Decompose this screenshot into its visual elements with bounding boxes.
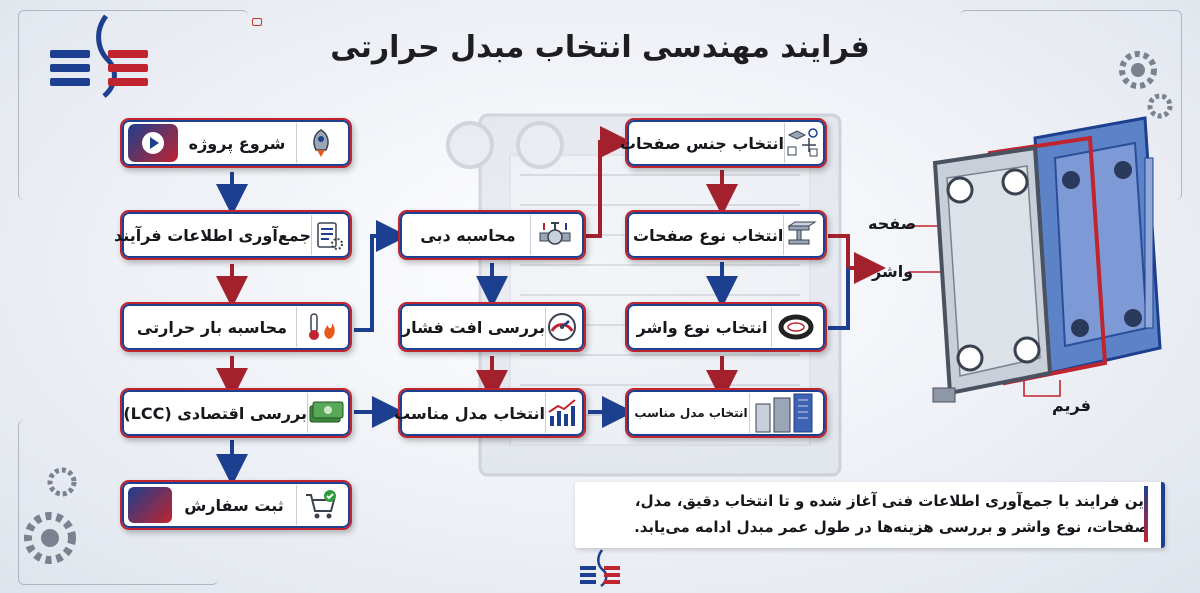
step-plate-type-label: انتخاب نوع صفحات (633, 225, 784, 245)
cart-check-icon (296, 485, 344, 525)
step-plate-type: انتخاب نوع صفحات (625, 210, 827, 260)
material-icon (784, 123, 819, 163)
gear-icon (24, 467, 77, 564)
plate-exchanger-illustration (932, 116, 1162, 403)
step-model-label: انتخاب مدل مناسب (394, 403, 545, 423)
label-frame: فریم (1052, 396, 1091, 415)
step-order-label: ثبت سفارش (184, 495, 284, 515)
right-deco-frame (960, 10, 1182, 200)
label-plate: صفحه (868, 214, 917, 233)
bottom-left-deco-frame (18, 420, 218, 585)
order-swatch (128, 487, 172, 523)
step-plate-material-label: انتخاب جنس صفحات (619, 133, 784, 153)
gear-icon (1119, 51, 1173, 119)
step-order: ثبت سفارش (120, 480, 352, 530)
rocket-icon (296, 123, 344, 163)
step-collect-label: جمع‌آوری اطلاعات فرآیند (113, 225, 311, 245)
step-start-label: شروع پروژه (188, 133, 286, 153)
label-gasket: واشر (872, 262, 914, 281)
step-lcc: بررسی اقتصادی (LCC) (120, 388, 352, 438)
play-icon (128, 124, 178, 162)
top-marker (252, 18, 262, 26)
company-logo (50, 14, 148, 98)
step-pressure-drop-label: بررسی افت فشار (401, 317, 545, 337)
company-logo-small (580, 549, 620, 588)
step-lcc-label: بررسی اقتصادی (LCC) (123, 403, 307, 423)
left-deco-frame (18, 10, 248, 200)
growth-chart-icon (545, 393, 578, 433)
step-heat-load-label: محاسبه بار حرارتی (136, 317, 288, 337)
step-flow-rate: محاسبه دبی (398, 210, 586, 260)
step-pressure-drop: بررسی افت فشار (398, 302, 586, 352)
gasket-ring-icon (771, 307, 819, 347)
step-gasket-type: انتخاب نوع واشر (625, 302, 827, 352)
step-gasket-type-label: انتخاب نوع واشر (636, 317, 768, 337)
step-model-final-label: انتخاب مدل مناسب (634, 406, 748, 420)
step-collect: جمع‌آوری اطلاعات فرآیند (114, 210, 352, 260)
note-accent-bar (1144, 486, 1148, 542)
gauge-icon (545, 307, 578, 347)
step-flow-rate-label: محاسبه دبی (420, 225, 516, 245)
process-description: این فرایند با جمع‌آوری اطلاعات فنی آغاز … (575, 482, 1165, 548)
beam-icon (783, 215, 819, 255)
page-title: فرایند مهندسی انتخاب مبدل حرارتی (330, 30, 870, 65)
clipboard-gear-icon (311, 215, 344, 255)
step-model: انتخاب مدل مناسب (394, 388, 586, 438)
exchangers-icon (749, 393, 819, 433)
valve-icon (530, 215, 578, 255)
step-model-final: انتخاب مدل مناسب (625, 388, 827, 438)
money-icon (307, 393, 344, 433)
step-heat-load: محاسبه بار حرارتی (120, 302, 352, 352)
step-start: شروع پروژه (120, 118, 352, 168)
step-plate-material: انتخاب جنس صفحات (620, 118, 827, 168)
thermometer-flame-icon (296, 307, 344, 347)
